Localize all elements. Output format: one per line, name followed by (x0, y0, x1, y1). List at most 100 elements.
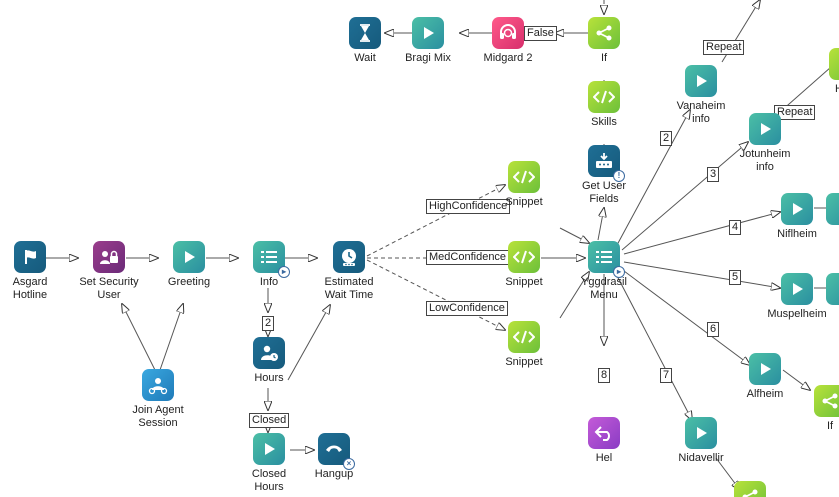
info-icon (829, 48, 839, 80)
node-greeting[interactable]: Greeting (134, 241, 244, 289)
node-vanaheim-info[interactable]: Vanaheim info (646, 65, 756, 126)
play-badge-icon: ▸ (613, 266, 625, 278)
node-niflheim[interactable]: Niflheim (742, 193, 839, 241)
edge-label-closed: Closed (249, 413, 290, 428)
node-nidavellir[interactable]: Nidavellir (646, 417, 756, 465)
play-icon (173, 241, 205, 273)
node-snippet-med[interactable]: Snippet (469, 241, 579, 289)
node-partial-top-right[interactable]: H (829, 48, 839, 96)
node-label: Greeting (167, 276, 211, 288)
close-badge-icon: × (343, 458, 355, 470)
edge-label-2-info: 2 (262, 316, 275, 331)
code-icon (508, 161, 540, 193)
code-icon (508, 321, 540, 353)
node-label: Wait (354, 52, 376, 64)
node-label: Get User Fields (581, 180, 626, 205)
node-jotunheim-info[interactable]: Jotunheim info (710, 113, 820, 174)
play-icon (685, 417, 717, 449)
edge-label-menu-2: 2 (660, 131, 673, 146)
node-label: Asgard Hotline (12, 276, 48, 301)
play-icon[interactable] (826, 273, 839, 305)
node-estimated-wait-time[interactable]: Estimated Wait Time (294, 241, 404, 302)
lock-user-icon (93, 241, 125, 273)
back-arrow-icon (588, 417, 620, 449)
node-label: Alfheim (746, 388, 784, 400)
info-badge-icon: ! (613, 170, 625, 182)
edge-label-low-confidence: LowConfidence (426, 301, 508, 316)
node-join-agent-session[interactable]: Join Agent Session (103, 369, 213, 430)
edge-label-med-confidence: MedConfidence (426, 250, 510, 265)
node-hours[interactable]: Hours (214, 337, 324, 385)
node-midgard-2[interactable]: Midgard 2 (453, 17, 563, 65)
node-label: Niflheim (777, 228, 817, 240)
node-yggdrasil-menu[interactable]: ▸ Yggdrasil Menu (549, 241, 659, 302)
node-bragi-mix[interactable]: Bragi Mix (373, 17, 483, 65)
edge-label-repeat-1: Repeat (703, 40, 745, 55)
play-icon (412, 17, 444, 49)
node-if-right[interactable]: If (775, 385, 839, 433)
node-label: Set Security User (79, 276, 139, 301)
node-label: Vanaheim info (676, 100, 726, 125)
node-wait[interactable]: Wait (310, 17, 420, 65)
node-set-security-user[interactable]: Set Security User (54, 241, 164, 302)
node-label: Hel (595, 452, 613, 464)
phone-icon: × (318, 433, 355, 470)
node-if-top[interactable]: If (549, 17, 659, 65)
node-snippet-high[interactable]: Snippet (469, 161, 579, 209)
node-label: Snippet (505, 356, 543, 368)
edge-label-repeat-2: Repeat (774, 105, 816, 120)
node-get-user-fields[interactable]: ! Get User Fields (549, 145, 659, 206)
flag-icon (14, 241, 46, 273)
node-alfheim[interactable]: Alfheim (710, 353, 820, 401)
node-label: Yggdrasil Menu (581, 276, 627, 301)
node-label: Info (259, 276, 279, 288)
play-icon (781, 193, 813, 225)
play-icon (749, 353, 781, 385)
user-clock-icon (253, 337, 285, 369)
edge-label-menu-3: 3 (707, 167, 720, 182)
node-skills[interactable]: Skills (549, 81, 659, 129)
node-label: If (826, 420, 834, 432)
edge-label-menu-4: 4 (729, 220, 742, 235)
node-hangup[interactable]: × Hangup (279, 433, 389, 481)
play-icon (253, 433, 285, 465)
node-label: Closed Hours (251, 468, 287, 493)
node-label: Estimated Wait Time (324, 276, 374, 301)
node-label: Jotunheim info (739, 148, 791, 173)
play-badge-icon: ▸ (278, 266, 290, 278)
branch-icon (814, 385, 839, 417)
edge-label-menu-8: 8 (598, 368, 611, 383)
clock-icon (333, 241, 365, 273)
node-label: Snippet (505, 196, 543, 208)
node-muspelheim[interactable]: Muspelheim (742, 273, 839, 321)
node-hel[interactable]: Hel (549, 417, 659, 465)
edge-label-menu-7: 7 (660, 368, 673, 383)
edge-label-menu-5: 5 (729, 270, 742, 285)
node-label: Midgard 2 (483, 52, 533, 64)
edge-label-high-confidence: HighConfidence (426, 199, 511, 214)
node-label: Muspelheim (767, 308, 827, 320)
menu-icon: ▸ (588, 241, 625, 278)
code-icon (508, 241, 540, 273)
play-icon[interactable] (826, 193, 839, 225)
node-label: Hangup (314, 468, 354, 480)
play-icon (781, 273, 813, 305)
play-icon (749, 113, 781, 145)
hourglass-icon (349, 17, 381, 49)
agent-gear-icon (142, 369, 174, 401)
node-label: H (835, 83, 839, 95)
play-icon (685, 65, 717, 97)
branch-icon (588, 17, 620, 49)
node-asgard-hotline[interactable]: Asgard Hotline (0, 241, 85, 302)
edge-label-false: False (524, 26, 557, 41)
node-info[interactable]: ▸ Info (214, 241, 324, 289)
node-label: Bragi Mix (405, 52, 451, 64)
branch-icon[interactable] (734, 481, 766, 497)
server-icon: ! (588, 145, 625, 182)
node-closed-hours[interactable]: Closed Hours (214, 433, 324, 494)
node-snippet-low[interactable]: Snippet (469, 321, 579, 369)
node-label: If (600, 52, 608, 64)
node-label: Snippet (505, 276, 543, 288)
